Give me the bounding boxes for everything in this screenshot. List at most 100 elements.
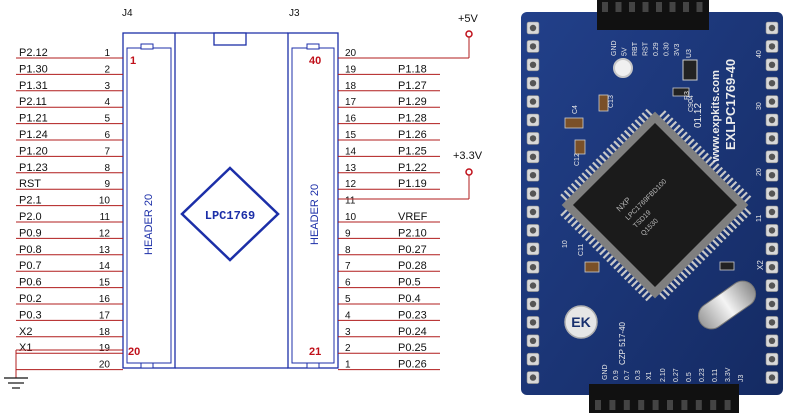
j3-pin-signal: P0.25 xyxy=(398,342,427,354)
j3-pin-number: 11 xyxy=(345,196,356,207)
silk-top-mark: 0.30 xyxy=(664,42,671,56)
left-pad-hole xyxy=(529,24,537,32)
left-pad-hole xyxy=(529,282,537,289)
silk-bottom-mark: 2.10 xyxy=(660,368,667,382)
left-pad-hole xyxy=(529,356,537,363)
j4-notch-top xyxy=(140,43,154,50)
power-3v3-label: +3.3V xyxy=(453,150,483,162)
j4-pin-signal: X2 xyxy=(19,326,32,338)
j3-pin-number: 1 xyxy=(345,360,351,371)
j3-pin-number: 18 xyxy=(345,81,357,92)
j4-pin-signal: P0.8 xyxy=(19,244,42,256)
j3-pin-signal: P0.23 xyxy=(398,309,427,321)
j4-ref: J4 xyxy=(122,8,133,19)
j3-pin-number: 10 xyxy=(345,212,357,223)
board-photo: EK NXP LPC1769FBD100 TSD19 Q1530 X2 EXLP… xyxy=(521,0,783,413)
j4-pin-signal: P1.23 xyxy=(19,162,48,174)
left-pad-hole xyxy=(529,61,537,68)
header-pin xyxy=(629,2,635,12)
j3-pin-signal: P1.28 xyxy=(398,113,427,125)
top-header xyxy=(597,0,709,30)
header-pin xyxy=(602,2,608,12)
j4-pin-signal: RST xyxy=(19,178,41,190)
right-pad-hole xyxy=(768,208,776,216)
left-pad-hole xyxy=(529,337,537,344)
silk-bottom-mark: 0.11 xyxy=(712,369,719,382)
j4-pin-number: 4 xyxy=(104,97,110,108)
j3-pin-signal: P0.28 xyxy=(398,260,427,272)
left-pad-hole xyxy=(529,172,537,179)
j3-pin-signal: P1.29 xyxy=(398,96,427,108)
j3-pin-signal: P0.4 xyxy=(398,293,421,305)
right-pad-hole xyxy=(768,24,776,32)
silk-top-mark: RST xyxy=(643,41,650,56)
logo-mark: EK xyxy=(571,314,590,330)
silk-left-mark: 0.7 xyxy=(624,370,631,380)
j3-pin-signal: P0.27 xyxy=(398,244,427,256)
j3-pin-number: 13 xyxy=(345,163,357,174)
j3-pin-row: 20 xyxy=(345,48,357,59)
ground-symbol xyxy=(4,377,28,389)
right-pad-hole xyxy=(768,153,776,160)
top-header-pins xyxy=(602,2,703,12)
header-pin xyxy=(710,400,717,410)
header-pin xyxy=(669,2,676,12)
j4-pin-row: 20 xyxy=(16,360,123,371)
j3-pin-signal: P1.22 xyxy=(398,162,427,174)
j4-pin-signal: P1.31 xyxy=(19,80,48,92)
right-pad-hole xyxy=(768,245,776,252)
j4-pin-row: 8P1.23 xyxy=(16,162,123,174)
power-5v-terminal xyxy=(465,30,473,38)
header-pin xyxy=(652,400,659,410)
board-version: 01.12 xyxy=(693,103,704,128)
j3-first-pin-marker: 40 xyxy=(309,55,321,67)
j4-pin-number: 1 xyxy=(104,48,110,59)
j4-pin-signal: P2.11 xyxy=(19,96,47,108)
j4-pin-signal: P0.7 xyxy=(19,260,42,272)
j4-pin-number: 3 xyxy=(104,81,110,92)
j3-pin-signal: P1.25 xyxy=(398,145,427,157)
left-pad-hole xyxy=(529,135,537,142)
silk-component-ref: R3 xyxy=(684,91,691,100)
right-pad-hole xyxy=(768,356,776,363)
header-pin xyxy=(656,2,662,12)
j4-pin-signal: X1 xyxy=(19,342,32,354)
j4-pin-row: 1P2.12 xyxy=(16,47,123,59)
header-pin xyxy=(615,2,622,12)
board-badge: CZP 517-40 xyxy=(618,321,627,365)
j4-pin-number: 15 xyxy=(99,278,111,289)
bottom-header-pins xyxy=(595,400,731,410)
j4-pin-number: 18 xyxy=(99,327,111,338)
right-pad-hole xyxy=(768,135,776,142)
power-3v3-terminal xyxy=(465,168,473,176)
left-pad-hole xyxy=(529,245,537,252)
header-pin xyxy=(724,400,731,410)
j3-ref: J3 xyxy=(289,8,300,19)
left-pad-hole xyxy=(529,80,537,87)
j4-header-name: HEADER 20 xyxy=(143,194,155,255)
j4-pin-row: 3 P1.31 xyxy=(16,80,123,92)
j3-pin-signal: P0.24 xyxy=(398,326,427,338)
j4-pin-row: 5P1.21 xyxy=(16,113,123,125)
header-pin xyxy=(623,400,630,410)
silk-component-ref: C13 xyxy=(608,95,615,108)
smd-c4 xyxy=(564,117,584,129)
header-pin xyxy=(642,2,649,12)
j3-pin-number: 6 xyxy=(345,278,351,289)
crystal-x2 xyxy=(697,280,757,330)
j3-pin-signal: P1.18 xyxy=(398,63,427,75)
j4-pin-number: 11 xyxy=(100,212,111,223)
silk-top-mark: 5V xyxy=(622,47,629,56)
schematic-diagram: J4 1 20 HEADER 20 J3 40 21 HEADER 20 LPC… xyxy=(4,8,483,389)
